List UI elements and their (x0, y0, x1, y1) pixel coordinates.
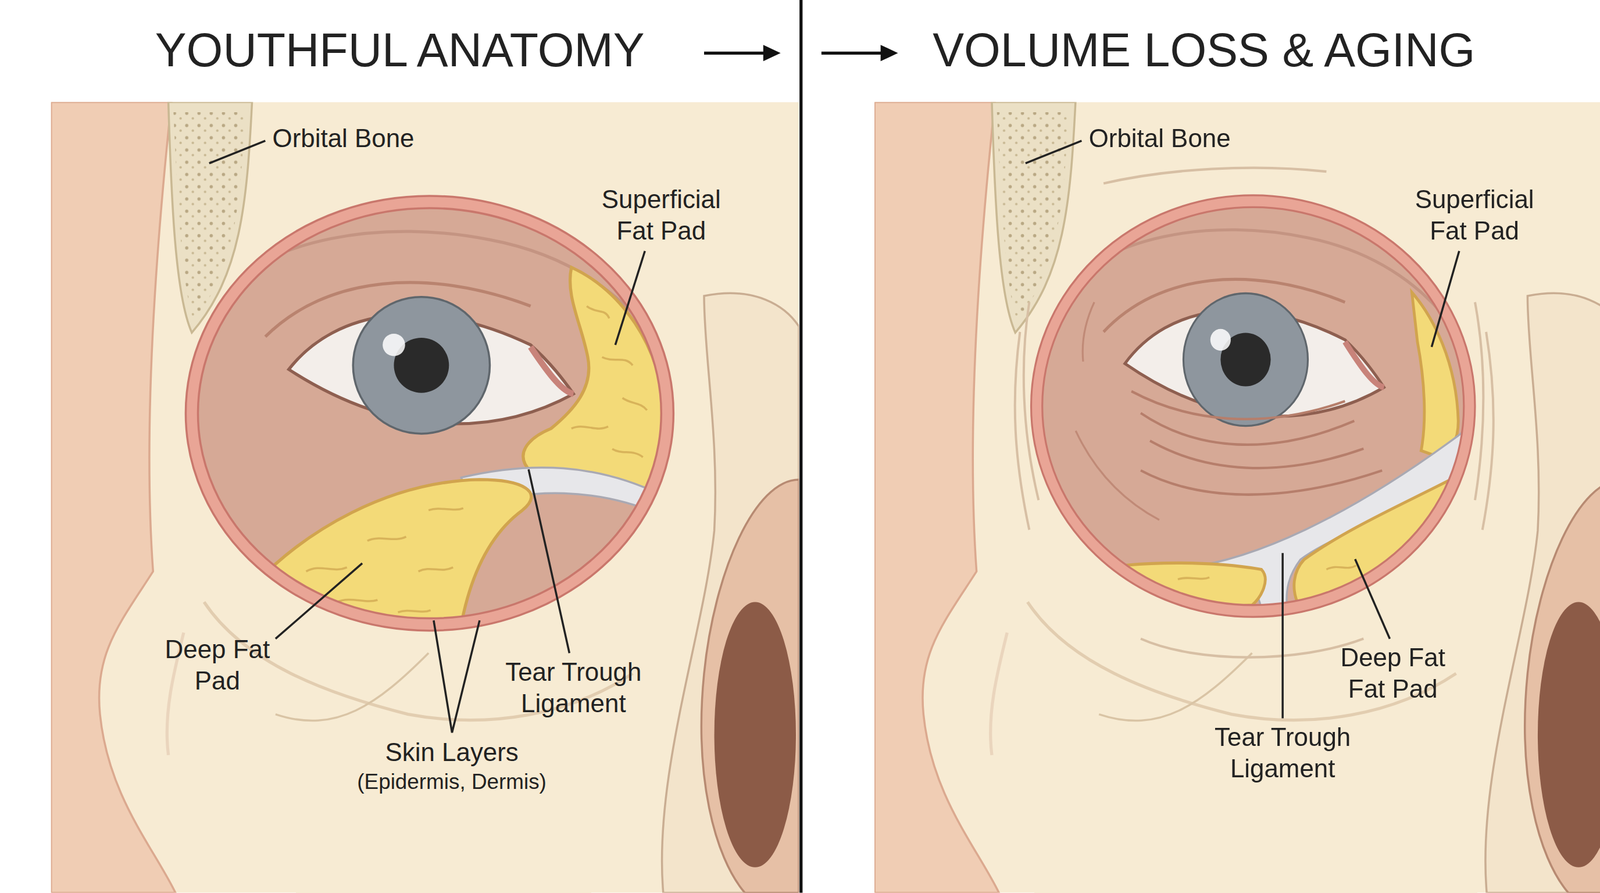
part-label: (Epidermis, Dermis) (356, 768, 547, 796)
part-label: Superficial Fat Pad (584, 183, 738, 248)
part-label: Deep Fat Fat Pad (1329, 641, 1457, 706)
part-label: Orbital Bone (272, 122, 415, 155)
part-label: Superficial Fat Pad (1397, 183, 1551, 248)
panel-heading: YOUTHFUL ANATOMY (155, 20, 645, 80)
panel-heading: VOLUME LOSS & AGING (932, 20, 1475, 80)
leader-lines (209, 140, 1460, 733)
part-label: Orbital Bone (1088, 122, 1231, 155)
fat-pad (255, 479, 532, 625)
aging-panel (874, 102, 1600, 893)
part-label: Tear Trough Ligament (1198, 721, 1367, 785)
youthful-panel (51, 102, 799, 893)
skin-layers (191, 202, 668, 625)
skin-layers (1036, 201, 1470, 612)
panel-divider (799, 0, 803, 893)
fat-pad (1294, 480, 1453, 608)
part-label: Skin Layers (385, 736, 519, 769)
part-label: Tear Trough Ligament (489, 656, 659, 720)
part-label: Deep Fat Pad (156, 633, 278, 698)
